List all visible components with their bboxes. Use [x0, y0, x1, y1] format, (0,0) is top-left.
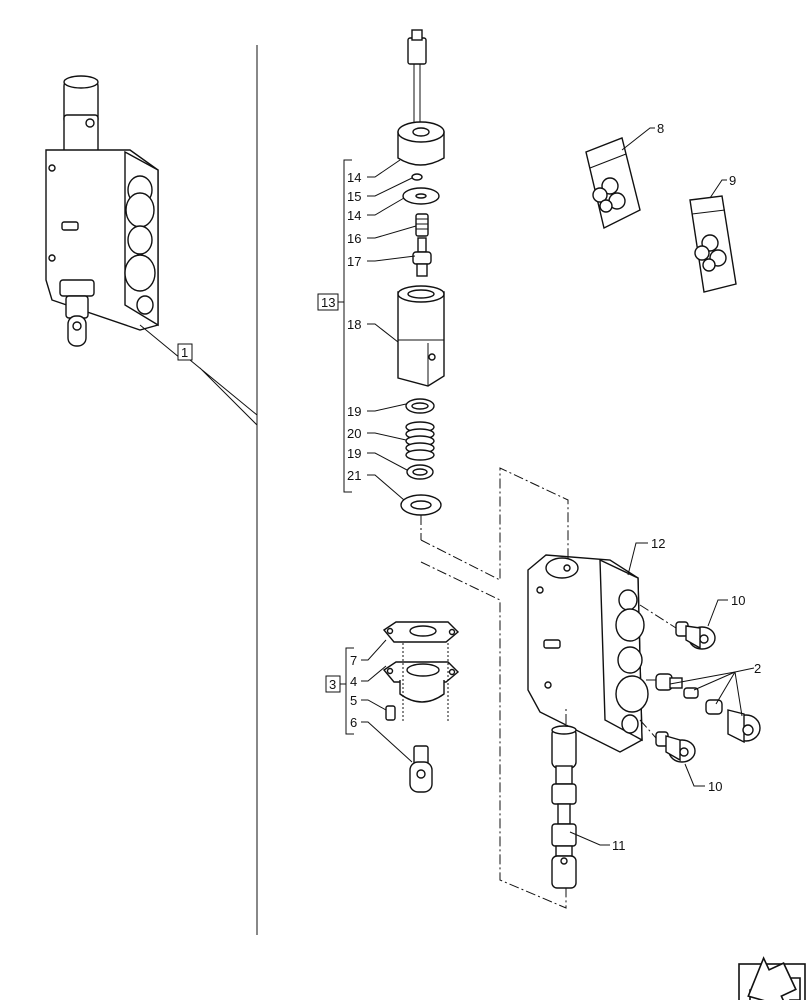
- callout-19a: 19: [347, 404, 361, 419]
- valve-housing: [397, 285, 445, 387]
- callout-18: 18: [347, 317, 361, 332]
- washer: [402, 187, 440, 205]
- callout-10a: 10: [731, 593, 745, 608]
- callout-16: 16: [347, 231, 361, 246]
- solenoid-connector: [407, 29, 427, 130]
- spool: [551, 725, 577, 889]
- callout-5: 5: [350, 693, 357, 708]
- callout-20: 20: [347, 426, 361, 441]
- callout-4: 4: [350, 674, 357, 689]
- valve-assembly-complete: [45, 75, 159, 347]
- small-screw: [385, 705, 396, 721]
- fitting-set: [655, 673, 761, 744]
- callout-1: 1: [181, 345, 188, 360]
- seal-kit-bag-9: [689, 195, 737, 293]
- valve-body-section: [527, 554, 649, 753]
- callout-13: 13: [321, 295, 335, 310]
- gasket-plate: [382, 621, 460, 643]
- callout-15: 15: [347, 189, 361, 204]
- callout-3: 3: [329, 677, 336, 692]
- small-spring: [415, 213, 429, 237]
- spring-seat-upper: [405, 398, 435, 414]
- spring-seat-lower: [406, 464, 434, 480]
- cup-seal: [400, 494, 442, 516]
- flange-cap: [382, 661, 460, 703]
- seal-kit-bag-8: [585, 137, 641, 230]
- callout-6: 6: [350, 715, 357, 730]
- callout-11: 11: [612, 838, 626, 853]
- assembly-lines: [420, 467, 677, 909]
- callout-17: 17: [347, 254, 361, 269]
- solenoid-coil: [397, 121, 445, 166]
- plug-lower: [655, 731, 696, 763]
- callout-14a: 14: [347, 170, 361, 185]
- callout-12: 12: [651, 536, 665, 551]
- plunger: [412, 237, 432, 277]
- callout-7: 7: [350, 653, 357, 668]
- callout-21: 21: [347, 468, 361, 483]
- callout-8: 8: [657, 121, 664, 136]
- callout-19b: 19: [347, 446, 361, 461]
- lever-clevis: [409, 745, 433, 793]
- plug-upper: [675, 621, 716, 650]
- callout-2: 2: [754, 661, 761, 676]
- arrow-icon[interactable]: [736, 951, 806, 1000]
- callout-9: 9: [729, 173, 736, 188]
- callout-14b: 14: [347, 208, 361, 223]
- callout-10b: 10: [708, 779, 722, 794]
- main-spring: [405, 421, 435, 461]
- o-ring: [411, 173, 423, 181]
